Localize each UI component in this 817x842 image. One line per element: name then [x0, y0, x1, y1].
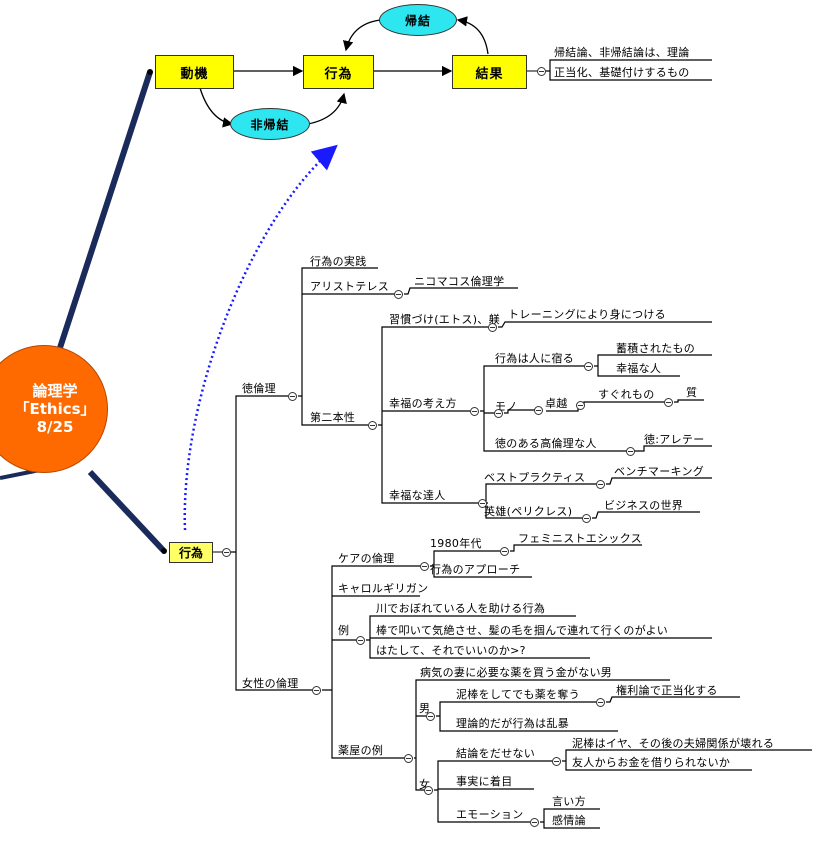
borrow-money-label[interactable]: 友人からお金を借りられないか — [572, 756, 731, 769]
note-theory: 帰結論、非帰結論は、理論 — [554, 46, 690, 59]
superior-label[interactable]: すぐれもの — [598, 388, 655, 401]
note-justification: 正当化、基礎付けするもの — [554, 66, 690, 79]
quality-label[interactable]: 質 — [686, 386, 698, 399]
collapse-toggle-man[interactable] — [426, 712, 435, 721]
happiness-view-label[interactable]: 幸福の考え方 — [389, 397, 457, 410]
feminine-ethics-label[interactable]: 女性の倫理 — [242, 677, 299, 690]
gilligan-label[interactable]: キャロルギリガン — [338, 582, 429, 595]
collapse-toggle-steal[interactable] — [596, 698, 605, 707]
excellence-label[interactable]: 卓越 — [545, 397, 568, 410]
way-of-saying-label[interactable]: 言い方 — [552, 795, 586, 808]
training-label[interactable]: トレーニングにより身につける — [508, 308, 666, 321]
virtue-ethics-label[interactable]: 徳倫理 — [242, 382, 276, 395]
collapse-toggle-result[interactable] — [537, 67, 546, 76]
second-nature-label[interactable]: 第二本性 — [310, 411, 356, 424]
question-label[interactable]: はたして、それでいいのか>? — [376, 644, 526, 657]
collapse-toggle-pharmacy[interactable] — [404, 754, 413, 763]
hero-label[interactable]: 英雄(ペリクレス) — [484, 505, 573, 518]
collapse-toggle-virtue[interactable] — [288, 392, 297, 401]
non-consequence-oval[interactable]: 非帰結 — [230, 108, 310, 140]
collapse-toggle-emotion[interactable] — [530, 818, 539, 827]
collapse-toggle-habituation[interactable] — [488, 323, 497, 332]
emotional-theory-label[interactable]: 感情論 — [552, 814, 586, 827]
collapse-toggle-happiness-view[interactable] — [470, 407, 479, 416]
motive-box[interactable]: 動機 — [155, 55, 234, 89]
collapse-toggle-best-practice[interactable] — [596, 480, 605, 489]
best-practice-label[interactable]: ベストプラクティス — [484, 471, 586, 484]
collapse-toggle-feminine[interactable] — [312, 686, 321, 695]
action-approach-label[interactable]: 行為のアプローチ — [430, 563, 521, 576]
sick-wife-label[interactable]: 病気の妻に必要な薬を買う金がない男 — [420, 666, 613, 679]
action-box[interactable]: 行為 — [303, 55, 374, 89]
business-world-label[interactable]: ビジネスの世界 — [604, 499, 684, 512]
rights-theory-label[interactable]: 権利論で正当化する — [616, 684, 718, 697]
collapse-toggle-second-nature[interactable] — [368, 421, 377, 430]
collapse-toggle-example[interactable] — [356, 636, 365, 645]
happy-master-label[interactable]: 幸福な達人 — [389, 489, 446, 502]
care-ethics-label[interactable]: ケアの倫理 — [338, 552, 395, 565]
dislike-theft-label[interactable]: 泥棒はイヤ、その後の夫婦関係が壊れる — [572, 737, 775, 750]
logical-violent-label[interactable]: 理論的だが行為は乱暴 — [456, 717, 569, 730]
example-label[interactable]: 例 — [338, 624, 350, 637]
central-topic-line3: 8/25 — [36, 418, 74, 436]
practice-label[interactable]: 行為の実践 — [310, 255, 367, 268]
arete-label[interactable]: 徳:アレテー — [644, 433, 705, 446]
virtuous-person-label[interactable]: 徳のある高倫理な人 — [495, 437, 597, 450]
year-1980-label[interactable]: 1980年代 — [430, 537, 482, 550]
collapse-toggle-no-conclusion[interactable] — [552, 757, 561, 766]
action-node[interactable]: 行為 — [169, 542, 213, 563]
collapse-toggle-care[interactable] — [420, 562, 429, 571]
collapse-toggle-quality[interactable] — [664, 398, 673, 407]
consequence-oval[interactable]: 帰結 — [379, 4, 457, 36]
central-topic-line2: 「Ethics」 — [14, 400, 96, 418]
focus-on-facts-label[interactable]: 事実に着目 — [456, 775, 513, 788]
woman-label[interactable]: 女 — [419, 778, 431, 791]
feminist-ethics-label[interactable]: フェミニストエシックス — [518, 532, 642, 545]
collapse-toggle-woman[interactable] — [424, 786, 433, 795]
steal-medicine-label[interactable]: 泥棒をしてでも薬を奪う — [456, 688, 580, 701]
man-label[interactable]: 男 — [419, 702, 431, 715]
collapse-toggle-action[interactable] — [222, 548, 231, 557]
collapse-toggle-thing[interactable] — [494, 409, 503, 418]
result-box[interactable]: 結果 — [452, 55, 527, 89]
resides-label[interactable]: 行為は人に宿る — [495, 352, 575, 365]
nicomachean-label[interactable]: ニコマコス倫理学 — [414, 275, 505, 288]
benchmarking-label[interactable]: ベンチマーキング — [614, 465, 705, 478]
collapse-toggle-resides[interactable] — [584, 362, 593, 371]
no-conclusion-label[interactable]: 結論をだせない — [456, 747, 536, 760]
club-label[interactable]: 棒で叩いて気絶させ、髪の毛を掴んで連れて行くのがよい — [376, 624, 669, 637]
happy-person-label[interactable]: 幸福な人 — [616, 362, 662, 375]
habituation-label[interactable]: 習慣づけ(エトス)、躾 — [389, 313, 500, 326]
collapse-toggle-superior[interactable] — [576, 401, 585, 410]
collapse-toggle-hero[interactable] — [582, 514, 591, 523]
central-topic[interactable]: 論理学 「Ethics」 8/25 — [0, 345, 108, 473]
central-topic-line1: 論理学 — [32, 382, 78, 400]
accumulated-label[interactable]: 蓄積されたもの — [616, 342, 696, 355]
collapse-toggle-excellence[interactable] — [534, 406, 543, 415]
collapse-toggle-happy-master[interactable] — [478, 499, 487, 508]
pharmacy-example-label[interactable]: 薬屋の例 — [338, 744, 384, 757]
collapse-toggle-aristotle[interactable] — [394, 290, 403, 299]
river-rescue-label[interactable]: 川でおぼれている人を助ける行為 — [376, 602, 546, 615]
collapse-toggle-1980[interactable] — [500, 547, 509, 556]
emotion-label[interactable]: エモーション — [456, 808, 524, 821]
aristotle-label[interactable]: アリストテレス — [310, 280, 390, 293]
collapse-toggle-virtuous-person[interactable] — [626, 447, 635, 456]
